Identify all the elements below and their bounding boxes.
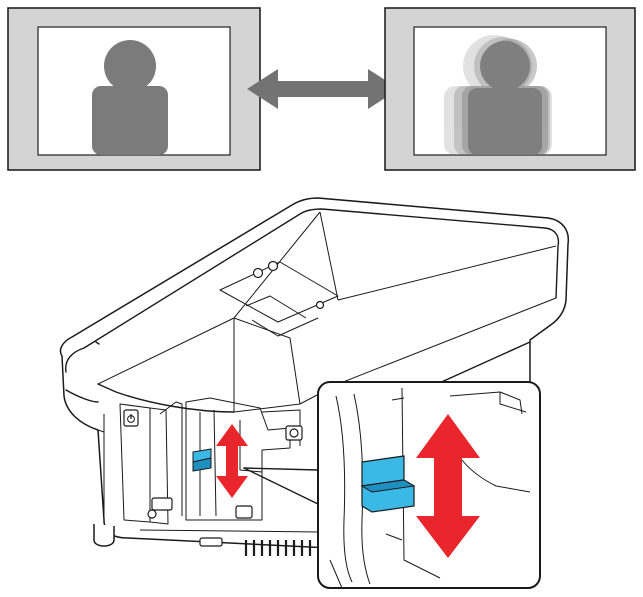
vertical-double-arrow-icon	[216, 424, 248, 498]
vent-slots	[244, 540, 312, 556]
lever-closeup-callout	[317, 381, 541, 589]
focus-lever	[192, 448, 212, 472]
double-horizontal-arrow-icon	[247, 69, 399, 109]
power-icon	[127, 414, 135, 423]
focus-lever-closeup	[360, 455, 416, 513]
blurred-image-panel	[384, 7, 636, 171]
person-silhouette-icon	[92, 40, 168, 155]
vertical-double-arrow-closeup-icon	[416, 414, 480, 558]
focused-image-panel	[7, 7, 261, 171]
blurred-person-silhouette-icon	[444, 35, 552, 155]
